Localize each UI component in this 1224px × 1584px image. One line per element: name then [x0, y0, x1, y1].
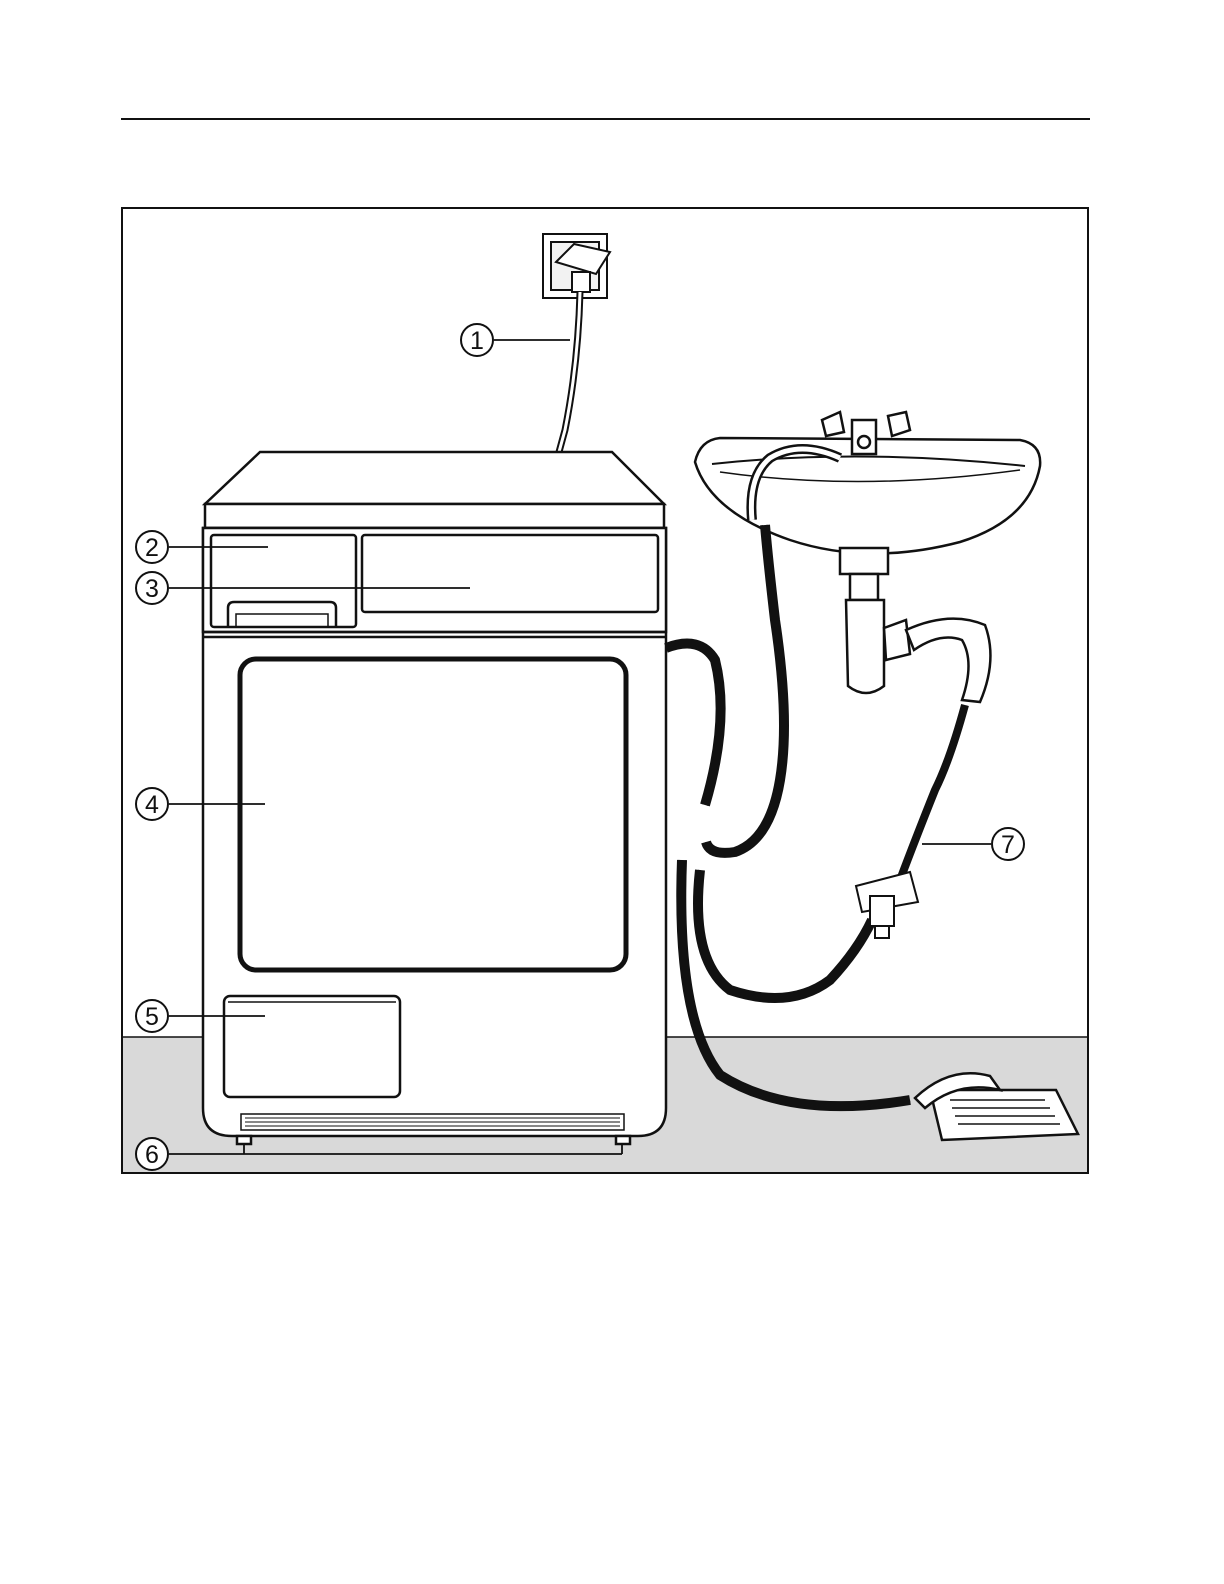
svg-text:6: 6: [145, 1141, 159, 1169]
filter-compartment: [211, 535, 356, 627]
sink: [695, 412, 1040, 702]
svg-text:7: 7: [1001, 831, 1015, 859]
callout-3: 3: [136, 572, 168, 604]
dryer: [203, 452, 666, 1144]
svg-text:5: 5: [145, 1003, 159, 1031]
callout-7: 7: [992, 828, 1024, 860]
dryer-foot-left: [237, 1136, 251, 1144]
power-cable: [559, 292, 580, 452]
dryer-foot-right: [616, 1136, 630, 1144]
svg-text:3: 3: [145, 575, 159, 603]
callout-1: 1: [461, 324, 493, 356]
svg-text:1: 1: [470, 327, 484, 355]
wall-socket: [543, 234, 610, 298]
dryer-door: [240, 659, 626, 970]
callout-6: 6: [136, 1138, 168, 1170]
callout-4: 4: [136, 788, 168, 820]
plinth-panel: [224, 996, 400, 1097]
control-panel: [362, 535, 658, 612]
callout-5: 5: [136, 1000, 168, 1032]
svg-text:2: 2: [145, 534, 159, 562]
drain-hoses: [666, 525, 965, 1106]
svg-text:4: 4: [145, 791, 159, 819]
callout-2: 2: [136, 531, 168, 563]
